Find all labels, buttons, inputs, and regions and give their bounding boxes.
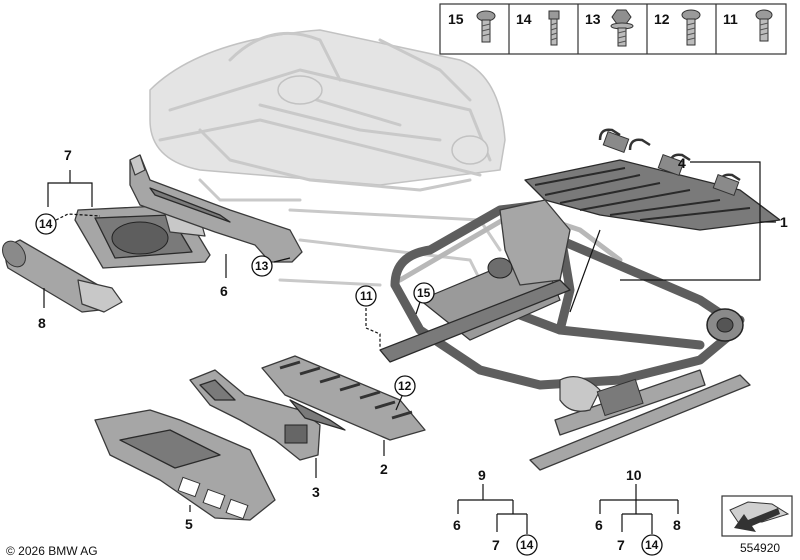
arrow-box-icon[interactable]: [721, 495, 793, 537]
group9-c[interactable]: 14: [520, 538, 534, 552]
callout-15[interactable]: 15: [417, 286, 431, 300]
screw-label-12[interactable]: 12: [654, 11, 670, 27]
leader-lines: [43, 161, 776, 512]
part-5-carrier[interactable]: [94, 409, 276, 521]
screw-13-icon: [610, 9, 634, 47]
screw-label-13[interactable]: 13: [585, 11, 601, 27]
label-8[interactable]: 8: [38, 315, 46, 331]
label-7[interactable]: 7: [64, 147, 72, 163]
part-2-tray[interactable]: [261, 355, 426, 441]
group-10-tree: 10 6 8 7 14: [595, 467, 681, 556]
part-4-spring-mat[interactable]: [524, 128, 781, 231]
diagram-ref: 554920: [740, 541, 780, 555]
part-1-seat-frame[interactable]: [379, 199, 751, 471]
part-8-cylinder[interactable]: [0, 237, 123, 313]
screw-15-icon: [476, 10, 496, 43]
screw-11-icon: [755, 9, 773, 42]
label-3[interactable]: 3: [312, 484, 320, 500]
label-4[interactable]: 4: [678, 155, 686, 171]
screw-label-11[interactable]: 11: [723, 11, 738, 27]
callout-11[interactable]: 11: [360, 289, 373, 303]
screw-label-14[interactable]: 14: [516, 11, 532, 27]
label-5[interactable]: 5: [185, 516, 193, 532]
group9-b[interactable]: 7: [492, 537, 500, 553]
group10-b[interactable]: 7: [617, 537, 625, 553]
screw-14-icon: [548, 10, 560, 46]
group10-d[interactable]: 8: [673, 517, 681, 533]
part-7-guide[interactable]: [74, 204, 211, 269]
label-2[interactable]: 2: [380, 461, 388, 477]
part-6-bracket[interactable]: [129, 154, 303, 263]
part-3-trim[interactable]: [189, 369, 321, 461]
screw-12-icon: [681, 9, 701, 46]
group9-a[interactable]: 6: [453, 517, 461, 533]
group10-c[interactable]: 14: [645, 538, 659, 552]
group9-top[interactable]: 9: [478, 467, 486, 483]
group10-a[interactable]: 6: [595, 517, 603, 533]
label-6[interactable]: 6: [220, 283, 228, 299]
screw-label-15[interactable]: 15: [448, 11, 464, 27]
group10-top[interactable]: 10: [626, 467, 642, 483]
callout-13[interactable]: 13: [255, 259, 269, 273]
copyright-text: © 2026 BMW AG: [6, 544, 98, 558]
screw-strip: 15 14 13 12 11: [439, 3, 787, 55]
group-9-tree: 9 6 7 14: [453, 467, 538, 556]
label-1[interactable]: 1: [780, 214, 788, 230]
callout-14[interactable]: 14: [39, 217, 53, 231]
callout-12[interactable]: 12: [398, 379, 412, 393]
ghost-seat-frame: [149, 29, 506, 287]
